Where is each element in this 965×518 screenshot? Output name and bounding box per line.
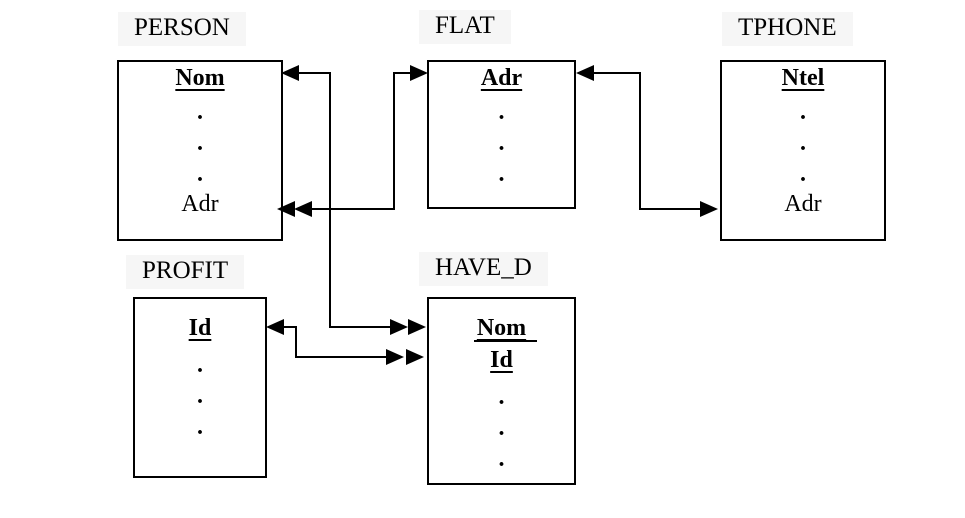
tphone-dot-2: . bbox=[800, 130, 806, 156]
arrowhead-tphone bbox=[700, 201, 718, 217]
profit-title: PROFIT bbox=[126, 255, 245, 289]
tphone-title: TPHONE bbox=[722, 12, 853, 46]
person-dot-1: . bbox=[197, 99, 203, 125]
flat-table: Adr . . . bbox=[427, 60, 576, 209]
profit-dot-1: . bbox=[197, 352, 203, 378]
profit-dot-3: . bbox=[197, 414, 203, 440]
flat-key-adr: Adr bbox=[480, 65, 523, 91]
connector-person-nom-have-d bbox=[298, 72, 392, 328]
flat-dot-2: . bbox=[498, 130, 505, 156]
tphone-field-adr: Adr bbox=[784, 191, 822, 217]
arrowhead-have-d-id-1 bbox=[386, 349, 404, 365]
arrowhead-have-d-nom-1 bbox=[390, 319, 408, 335]
flat-title: FLAT bbox=[419, 10, 511, 44]
connector-profit-have-d bbox=[284, 326, 388, 358]
profit-table: Id . . . bbox=[133, 297, 267, 478]
person-dot-3: . bbox=[197, 161, 203, 187]
flat-dot-1: . bbox=[498, 99, 505, 125]
have-d-dot-1: . bbox=[498, 384, 505, 410]
person-key-nom: Nom bbox=[175, 65, 225, 91]
have-d-key-id: Id bbox=[490, 347, 513, 373]
arrowhead-have-d-nom-2 bbox=[408, 319, 426, 335]
profit-dot-2: . bbox=[197, 383, 203, 409]
person-table: Nom . . . Adr bbox=[117, 60, 283, 241]
arrowhead-person-adr-1 bbox=[277, 201, 295, 217]
flat-dot-3: . bbox=[498, 161, 505, 187]
tphone-dot-3: . bbox=[800, 161, 806, 187]
tphone-table: Ntel . . . Adr bbox=[720, 60, 886, 241]
have-d-title: HAVE_D bbox=[419, 252, 548, 286]
person-dot-2: . bbox=[197, 130, 203, 156]
have-d-key-nom: Nom bbox=[476, 315, 527, 341]
arrowhead-flat-left bbox=[410, 65, 428, 81]
person-title: PERSON bbox=[118, 12, 246, 46]
connector-flat-tphone bbox=[594, 72, 700, 210]
arrowhead-person-nom bbox=[281, 65, 299, 81]
tphone-dot-1: . bbox=[800, 99, 806, 125]
connector-person-adr-flat bbox=[312, 72, 410, 210]
arrowhead-flat-right bbox=[576, 65, 594, 81]
have-d-table: Nom Id . . . bbox=[427, 297, 576, 485]
profit-key-id: Id bbox=[188, 315, 212, 341]
tphone-key-ntel: Ntel bbox=[781, 65, 825, 91]
have-d-dot-2: . bbox=[498, 415, 505, 441]
arrowhead-profit bbox=[266, 319, 284, 335]
arrowhead-person-adr-2 bbox=[294, 201, 312, 217]
person-field-adr: Adr bbox=[181, 191, 219, 217]
arrowhead-have-d-id-2 bbox=[406, 349, 424, 365]
have-d-dot-3: . bbox=[498, 446, 505, 472]
